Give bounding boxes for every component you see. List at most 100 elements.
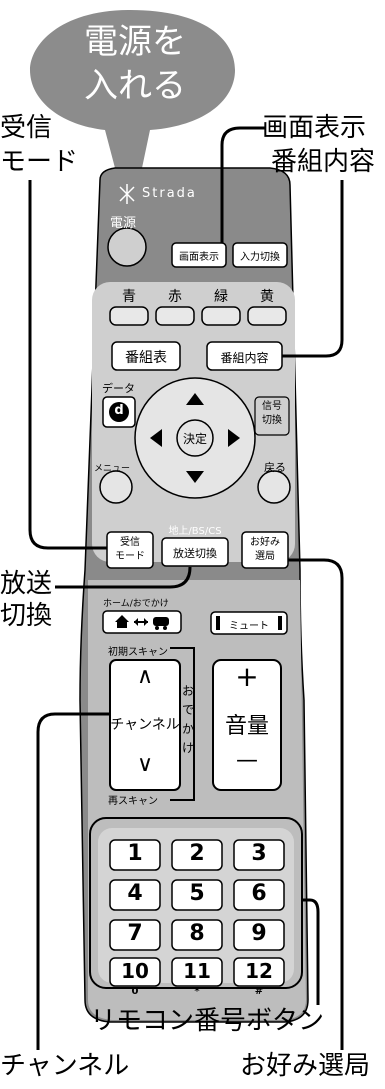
arrow-left-icon[interactable] [150, 429, 162, 447]
program-table-label: 番組表 [125, 350, 167, 366]
odekake-vertical: お で か け [181, 682, 195, 758]
callout-receive-2: モード [0, 147, 79, 177]
mute-left-bar [216, 616, 220, 630]
color-button-green[interactable] [201, 306, 241, 326]
menu-button[interactable] [99, 470, 133, 504]
odekake-char-2: で [181, 703, 194, 717]
callout-broadcast-2: 切換 [0, 601, 53, 631]
key-4-label: 4 [127, 881, 143, 906]
volume-minus-icon[interactable]: — [236, 748, 258, 773]
key-3[interactable] [233, 839, 285, 871]
signal-label: 信号 切換 [255, 400, 289, 428]
favorite-label-1: お好み [250, 537, 280, 548]
callout-line-receive [28, 180, 107, 550]
callout-receive-1: 受信 [0, 113, 53, 143]
key-7[interactable] [109, 919, 161, 951]
channel-down-icon[interactable]: ∨ [136, 752, 154, 777]
broadcast-label: 放送切換 [173, 547, 217, 560]
callout-line-channel [36, 712, 110, 1050]
init-scan-label: 初期スキャン [108, 647, 168, 658]
callout-line-screen [220, 126, 265, 243]
volume-rocker[interactable] [212, 659, 282, 791]
odekake-char-3: か [181, 722, 194, 736]
data-button-circle [109, 402, 129, 422]
bubble-line-2: 入れる [84, 66, 186, 106]
key-8-label: 8 [189, 921, 205, 946]
back-label: 戻る [264, 461, 286, 474]
arrow-up-icon[interactable] [186, 393, 204, 405]
key-5-label: 5 [189, 881, 205, 906]
speech-bubble [30, 10, 235, 225]
callout-program-content: 番組内容 [271, 147, 376, 177]
key-5[interactable] [171, 879, 223, 911]
key-1-label: 1 [127, 841, 143, 866]
callout-line-favorite [288, 558, 344, 1050]
key-10-label: 10 [121, 959, 149, 983]
arrow-right-icon[interactable] [228, 429, 240, 447]
odekake-char-1: お [181, 684, 194, 698]
keypad-highlight [89, 817, 303, 989]
data-icon: d [114, 403, 124, 418]
decide-label: 決定 [182, 432, 207, 446]
key-8[interactable] [171, 919, 223, 951]
receive-mode-label: 受信 モード [107, 536, 153, 564]
mute-label: ミュート [229, 621, 269, 632]
brand-logo-icon [119, 184, 135, 204]
color-button-blue[interactable] [109, 306, 149, 326]
color-button-yellow[interactable] [247, 306, 287, 326]
signal-label-2: 切換 [262, 415, 282, 426]
signal-switch-button[interactable] [254, 396, 290, 436]
callout-lines [28, 126, 344, 1050]
input-switch-button[interactable] [232, 242, 288, 268]
receive-mode-button[interactable] [106, 531, 154, 569]
bubble-line-1: 電源を [84, 22, 186, 62]
number-keys [109, 839, 285, 987]
arrow-down-icon[interactable] [186, 471, 204, 483]
brand-name: Strada [142, 186, 197, 201]
color-label-blue: 青 [122, 289, 136, 305]
odekake-bracket [170, 647, 195, 801]
data-label: データ [102, 382, 135, 395]
mute-button[interactable] [210, 611, 288, 635]
key-6-label: 6 [251, 881, 267, 906]
key-9[interactable] [233, 919, 285, 951]
screen-display-button[interactable] [171, 242, 227, 268]
signal-label-1: 信号 [262, 401, 282, 412]
color-label-green: 緑 [214, 289, 228, 305]
callout-screen-display: 画面表示 [262, 113, 367, 143]
mute-right-bar [278, 616, 282, 630]
key-10[interactable] [109, 957, 161, 987]
power-button[interactable] [107, 227, 147, 267]
color-label-red: 赤 [168, 289, 182, 305]
broadcast-switch-button[interactable] [161, 537, 229, 567]
volume-label: 音量 [224, 714, 269, 739]
back-button[interactable] [257, 470, 291, 504]
callout-broadcast-1: 放送 [0, 569, 53, 599]
key-12[interactable] [233, 957, 285, 987]
channel-rocker[interactable] [109, 659, 181, 791]
program-content-label: 番組内容 [220, 351, 269, 365]
key-11[interactable] [171, 957, 223, 987]
speech-bubble-text: 電源を 入れる [60, 20, 210, 108]
key-1[interactable] [109, 839, 161, 871]
key-12-sub: # [254, 986, 264, 997]
key-2[interactable] [171, 839, 223, 871]
channel-up-icon[interactable]: ∧ [136, 664, 154, 689]
input-switch-label: 入力切換 [240, 252, 280, 263]
volume-plus-icon[interactable]: + [235, 660, 259, 693]
callout-line-program [282, 180, 344, 358]
key-6[interactable] [233, 879, 285, 911]
program-table-button[interactable] [111, 341, 181, 371]
favorite-label: お好み 選局 [242, 536, 288, 564]
key-4[interactable] [109, 879, 161, 911]
key-2-label: 2 [189, 841, 205, 866]
home-car-icon [115, 615, 169, 630]
menu-label: メニュー [94, 464, 131, 474]
callout-favorite: お好み選局 [240, 1051, 371, 1081]
favorite-select-button[interactable] [241, 531, 289, 569]
color-button-red[interactable] [155, 306, 195, 326]
decide-button[interactable] [176, 419, 214, 457]
power-label: 電源 [110, 216, 137, 231]
key-7-label: 7 [127, 921, 143, 946]
color-label-yellow: 黄 [260, 289, 274, 305]
